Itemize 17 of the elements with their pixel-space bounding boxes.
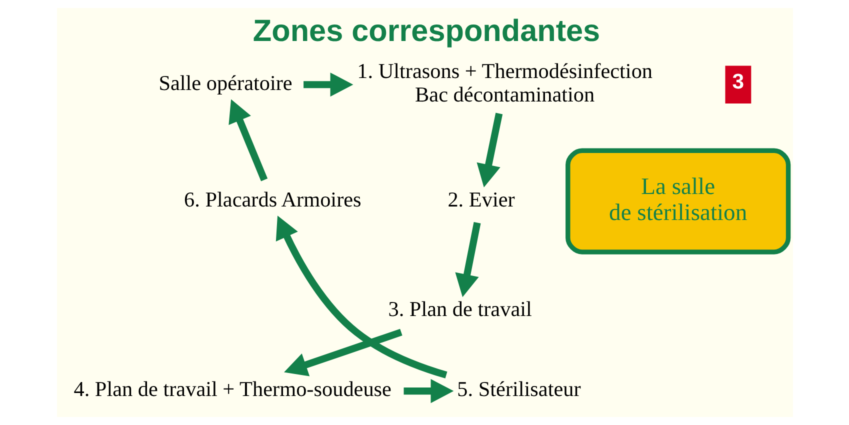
node-text: 5. Stérilisateur <box>456 377 580 402</box>
node-box: La salle de stérilisation <box>565 148 790 254</box>
arrow <box>454 222 480 298</box>
arrow <box>228 99 268 182</box>
arrow <box>284 328 402 376</box>
diagram-title: Zones correspondantes <box>252 14 600 48</box>
node-text: 1. Ultrasons + Thermodésinfection Bac décontamination <box>356 59 652 107</box>
arrow <box>476 112 502 188</box>
node-text: 2. Evier <box>447 187 514 212</box>
node-text: 3. Plan de travail <box>388 297 532 322</box>
node-text: Salle opératoire <box>158 70 292 95</box>
arrow <box>403 379 454 404</box>
node-text: 4. Plan de travail + Thermo-soudeuse <box>73 377 391 402</box>
node-text: 6. Placards Armoires <box>184 187 361 212</box>
label: 3 <box>732 70 744 94</box>
arrow <box>275 216 447 378</box>
arrow <box>303 72 353 97</box>
